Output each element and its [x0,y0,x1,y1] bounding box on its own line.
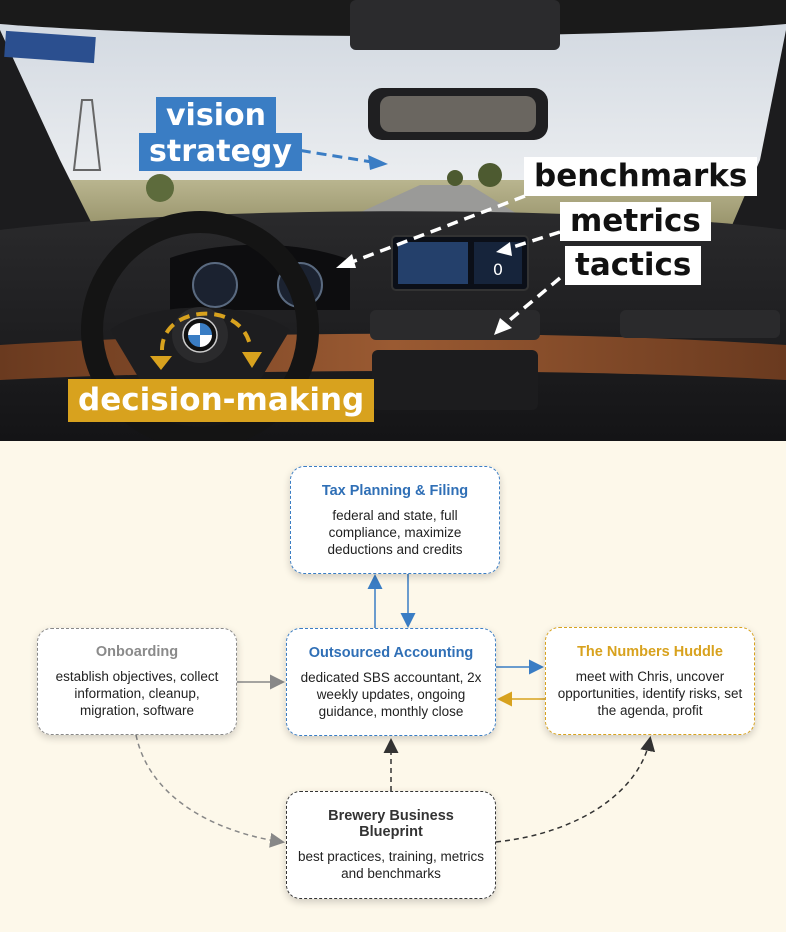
node-body: meet with Chris, uncover opportunities, … [557,668,743,718]
tactics-arrow [503,276,562,326]
bmw-logo [182,317,218,353]
edge-onboarding-to-blueprint [135,734,285,848]
node-body: dedicated SBS accountant, 2x weekly upda… [300,669,482,719]
node-title: The Numbers Huddle [577,643,723,660]
decision-arrow [160,311,252,351]
diagram-connectors [135,574,656,848]
tactics-label: tactics [565,246,702,285]
decision-making-label: decision-making [68,379,375,422]
edge-blueprint-to-numbers [495,736,656,843]
strategy-label: strategy [139,133,302,171]
metrics-arrow [509,230,561,250]
car-interior-photo: 0 vision strategy benchm [0,0,786,441]
vision-label: vision [156,97,276,135]
node-title: Onboarding [95,644,179,660]
vision-arrow [284,146,373,164]
node-outsourced-accounting: Outsourced Accounting dedicated SBS acco… [286,628,496,736]
node-body: establish objectives, collect informatio… [55,669,219,718]
metrics-label: metrics [560,202,711,241]
node-title: Tax Planning & Filing [321,482,469,499]
node-body: best practices, training, metrics and be… [297,849,485,881]
node-tax-planning: Tax Planning & Filing federal and state,… [290,466,500,574]
node-body: federal and state, full compliance, maxi… [327,507,463,557]
node-title: Brewery Business Blueprint [328,808,454,840]
node-brewery-blueprint: Brewery Business Blueprint best practice… [286,791,496,899]
node-title: Outsourced Accounting [308,644,474,661]
node-onboarding: Onboarding establish objectives, collect… [37,628,237,735]
benchmarks-arrow [351,194,526,264]
screen-speed-readout: 0 [493,260,503,279]
service-flow-diagram: Tax Planning & Filing federal and state,… [0,441,786,932]
benchmarks-label: benchmarks [524,157,758,196]
node-numbers-huddle: The Numbers Huddle meet with Chris, unco… [545,627,755,735]
